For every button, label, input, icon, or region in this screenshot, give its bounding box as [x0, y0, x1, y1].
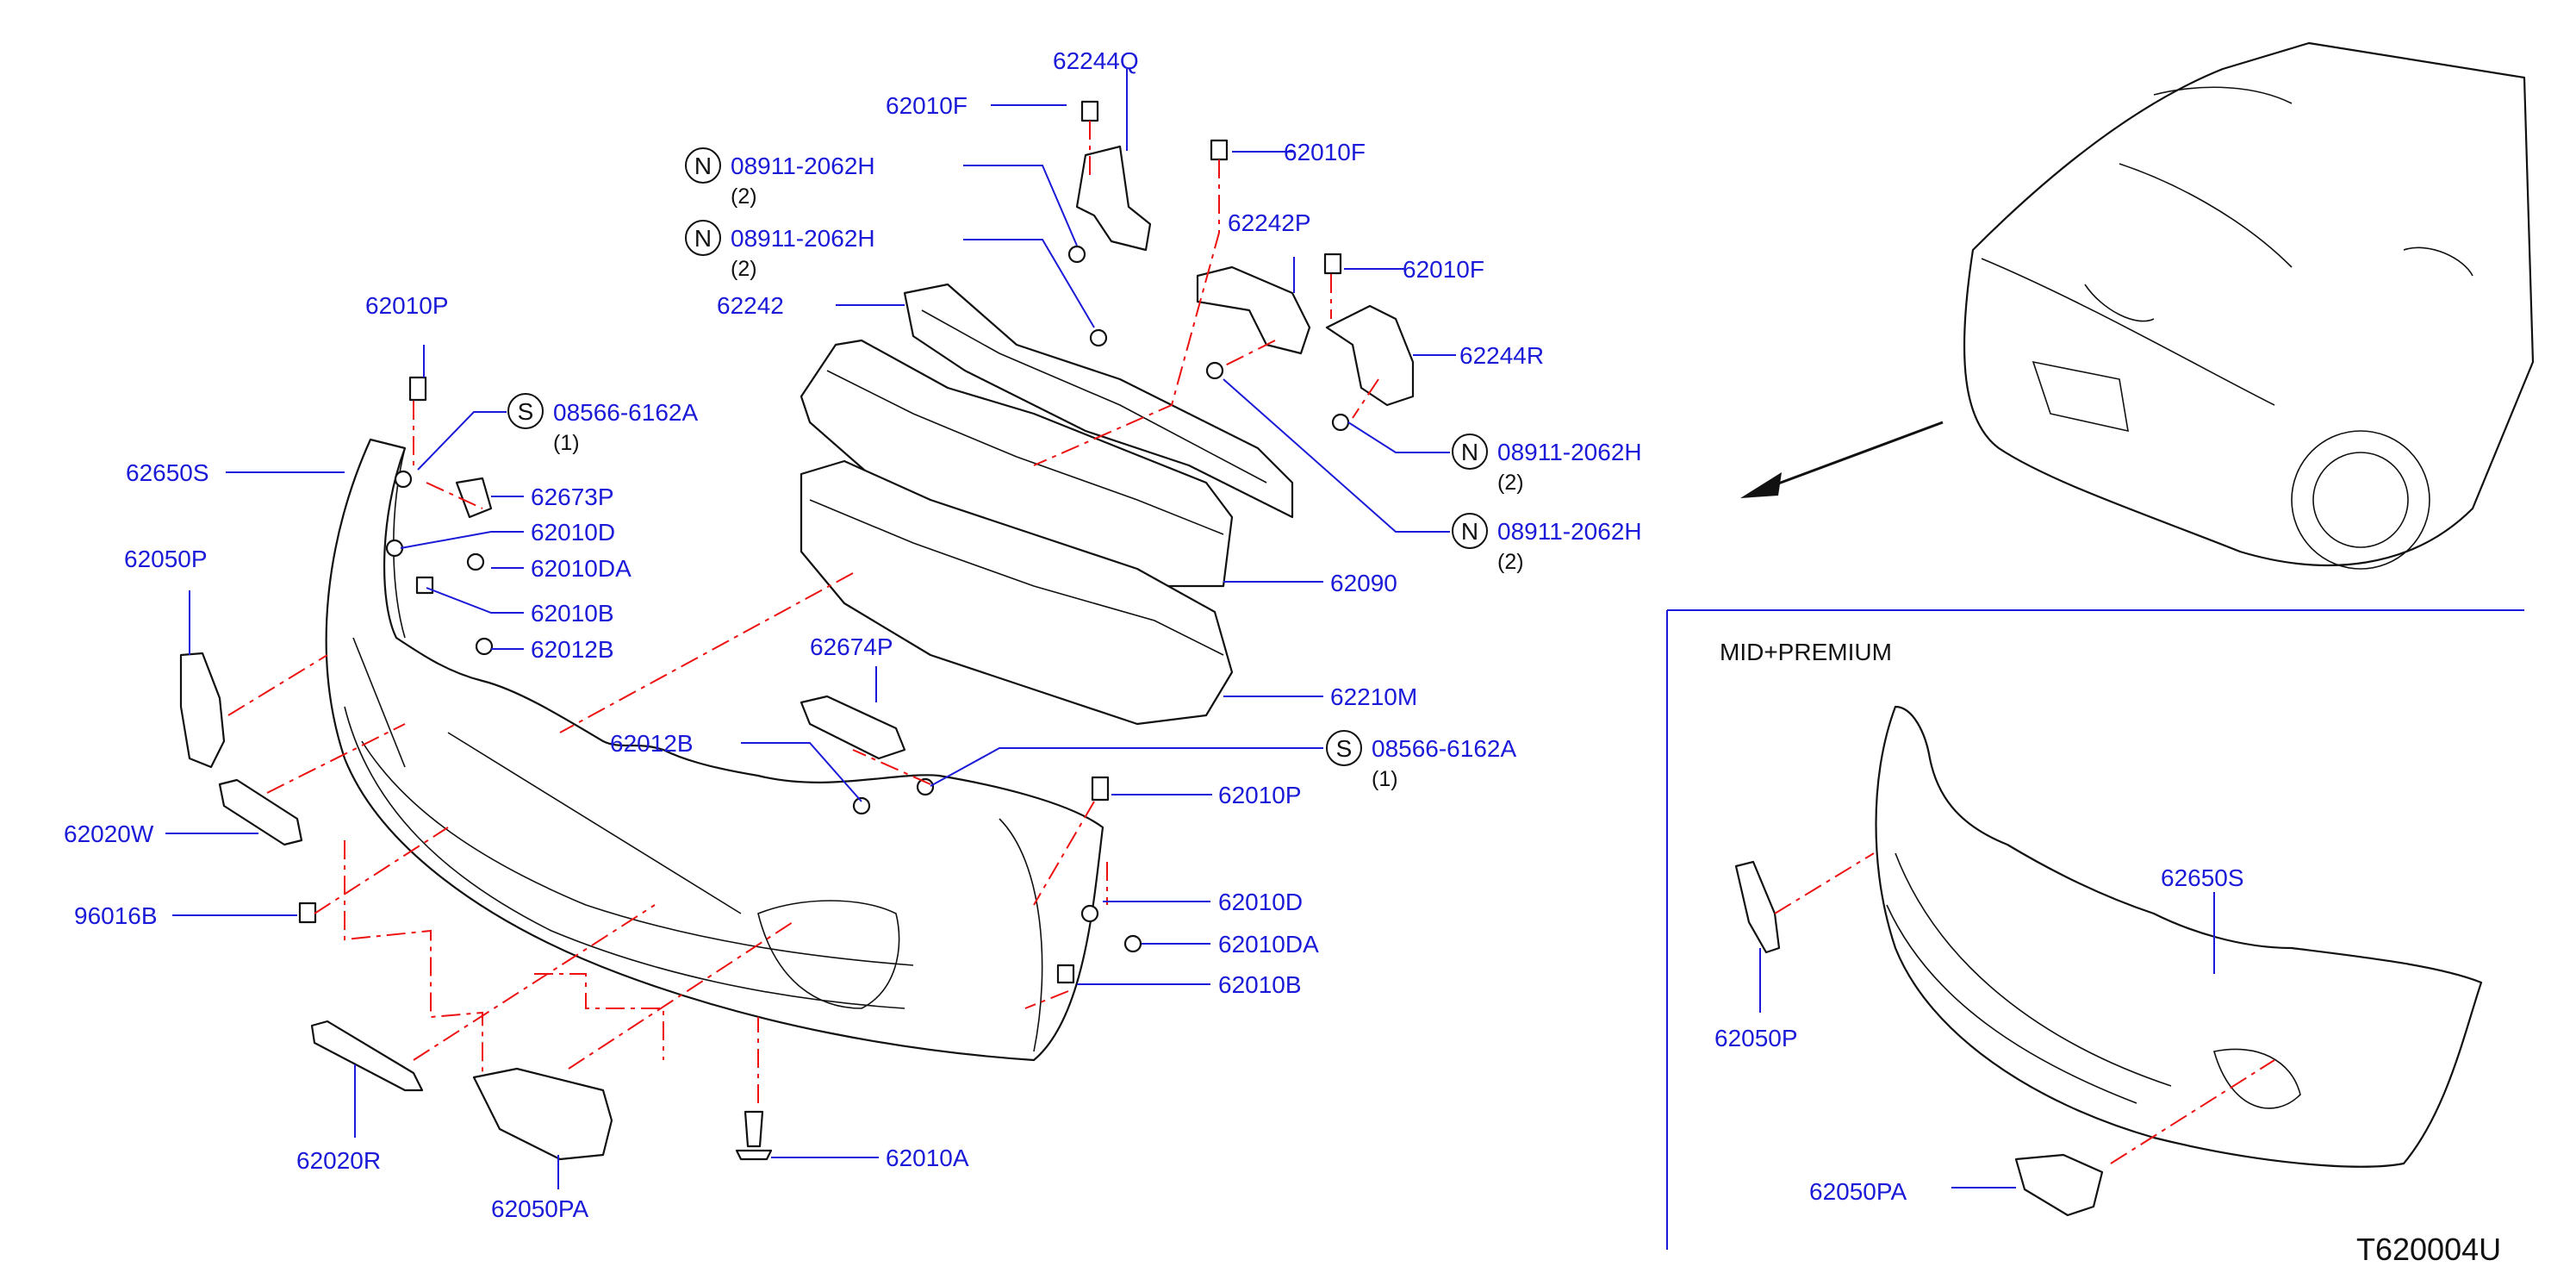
- absorber-62210M: [800, 459, 1234, 726]
- label-08911-2062H-4[interactable]: 08911-2062H: [1497, 518, 1642, 545]
- label-62010B-a[interactable]: 62010B: [531, 600, 614, 627]
- qty-08566-6162A-2: (1): [1372, 767, 1398, 791]
- label-62010D-a[interactable]: 62010D: [531, 519, 615, 546]
- clip-96016B: [298, 902, 317, 924]
- variant-bumper: [1734, 705, 2483, 1217]
- label-62010P-a[interactable]: 62010P: [365, 292, 449, 319]
- finisher-62050PA: [472, 1067, 613, 1161]
- label-62010F-a[interactable]: 62010F: [886, 92, 968, 119]
- bracket-62244Q: [1075, 145, 1152, 252]
- reinforcement-62242: [903, 283, 1294, 519]
- label-62050PA-a[interactable]: 62050PA: [491, 1195, 588, 1222]
- qty-08911-2062H-3: (2): [1497, 471, 1524, 495]
- variant-section-label: MID+PREMIUM: [1720, 639, 1892, 665]
- label-62010F-b[interactable]: 62010F: [1284, 139, 1366, 165]
- label-96016B[interactable]: 96016B: [74, 902, 158, 929]
- assembly-lines: [227, 121, 1379, 1103]
- badge-n-3: [1452, 434, 1488, 470]
- badge-s-2: [1326, 730, 1362, 766]
- label-62020W[interactable]: 62020W: [64, 820, 154, 847]
- badge-n-3-letter: N: [1461, 439, 1478, 465]
- label-62090[interactable]: 62090: [1330, 570, 1397, 596]
- badge-n-2-letter: N: [694, 225, 712, 252]
- badge-n-1: [685, 147, 721, 184]
- stay-62090: [800, 339, 1234, 588]
- label-62020R[interactable]: 62020R: [296, 1147, 381, 1174]
- badge-s-1: [507, 393, 544, 429]
- front-bumper-fascia: [325, 438, 1104, 1062]
- badge-n-1-letter: N: [694, 153, 712, 179]
- label-62050PA-b[interactable]: 62050PA: [1809, 1178, 1907, 1205]
- label-62650S-b[interactable]: 62650S: [2161, 864, 2244, 891]
- label-08566-6162A-1[interactable]: 08566-6162A: [553, 399, 698, 426]
- label-08911-2062H-1[interactable]: 08911-2062H: [731, 153, 875, 179]
- qty-08911-2062H-4: (2): [1497, 550, 1524, 574]
- label-62010A[interactable]: 62010A: [886, 1145, 969, 1171]
- label-62010D-b[interactable]: 62010D: [1218, 889, 1303, 915]
- badge-n-4-letter: N: [1461, 518, 1478, 545]
- badge-s-1-letter: S: [518, 398, 534, 425]
- label-62012B-a[interactable]: 62012B: [531, 636, 614, 663]
- label-62010DA-a[interactable]: 62010DA: [531, 555, 632, 582]
- variant-panel-frame: [1666, 609, 2524, 1250]
- label-62010DA-b[interactable]: 62010DA: [1218, 931, 1319, 958]
- label-62050P-b[interactable]: 62050P: [1714, 1025, 1798, 1051]
- label-62012B-b[interactable]: 62012B: [610, 730, 694, 757]
- label-62210M[interactable]: 62210M: [1330, 683, 1417, 710]
- part-labels: 62244Q 62010F 62010F 62010F 08911-2062H …: [64, 47, 2501, 1267]
- badge-n-4: [1452, 513, 1488, 549]
- label-62242P[interactable]: 62242P: [1228, 209, 1311, 236]
- vehicle-overview-sketch: [1963, 41, 2535, 570]
- label-62244Q[interactable]: 62244Q: [1053, 47, 1139, 74]
- screw-62010A: [735, 1110, 773, 1161]
- label-62242[interactable]: 62242: [717, 292, 784, 319]
- label-62674P[interactable]: 62674P: [810, 633, 893, 660]
- part-badges: N N N N S S: [507, 147, 1488, 766]
- badge-s-2-letter: S: [1336, 735, 1353, 762]
- bracket-62242P: [1196, 265, 1311, 355]
- diagram-code: T620004U: [2356, 1232, 2501, 1267]
- leader-lines: [165, 69, 2215, 1189]
- bracket-62673P: [455, 477, 493, 519]
- direction-arrow: [1740, 421, 1944, 498]
- bracket-62244R: [1325, 304, 1415, 407]
- label-62244R[interactable]: 62244R: [1459, 342, 1544, 369]
- label-62650S-a[interactable]: 62650S: [126, 459, 209, 486]
- label-62050P-a[interactable]: 62050P: [124, 546, 208, 572]
- label-62010F-c[interactable]: 62010F: [1403, 256, 1484, 283]
- label-08566-6162A-2[interactable]: 08566-6162A: [1372, 735, 1516, 762]
- moulding-62020R: [310, 1020, 424, 1092]
- label-62673P[interactable]: 62673P: [531, 484, 614, 510]
- label-08911-2062H-3[interactable]: 08911-2062H: [1497, 439, 1642, 465]
- label-08911-2062H-2[interactable]: 08911-2062H: [731, 225, 875, 252]
- label-62010B-b[interactable]: 62010B: [1218, 971, 1302, 998]
- qty-08911-2062H-1: (2): [731, 184, 757, 209]
- qty-08911-2062H-2: (2): [731, 257, 757, 281]
- finisher-62050P: [179, 652, 226, 769]
- qty-08566-6162A-1: (1): [553, 431, 580, 455]
- bracket-62674P: [800, 695, 906, 760]
- badge-n-2: [685, 220, 721, 256]
- moulding-62020W: [218, 778, 303, 846]
- label-62010P-b[interactable]: 62010P: [1218, 782, 1302, 808]
